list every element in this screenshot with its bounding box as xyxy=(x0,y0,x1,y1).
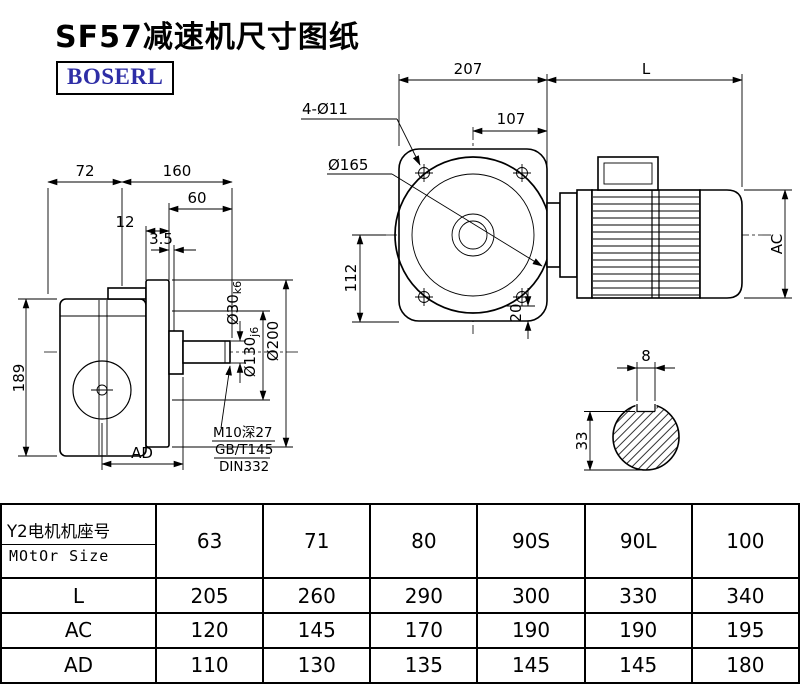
table-cell: 195 xyxy=(690,612,800,649)
housing-top-step xyxy=(107,287,147,300)
front-view xyxy=(384,127,772,334)
table-cell: 145 xyxy=(262,612,372,649)
dim-label-72: 72 xyxy=(75,162,94,180)
dim-label-189: 189 xyxy=(10,364,28,393)
page-title: SF57减速机尺寸图纸 xyxy=(55,20,360,55)
brand-logo-box: BOSERL xyxy=(56,61,175,95)
table-cell: 100 xyxy=(690,502,800,580)
dim-label-l: L xyxy=(642,60,651,78)
flange-square xyxy=(398,148,548,322)
motor-stator xyxy=(591,189,701,299)
table-cell: 205 xyxy=(154,577,265,614)
note-standard-din: DIN332 xyxy=(219,459,269,475)
dim-label-dia165: Ø165 xyxy=(328,156,368,174)
row-label: L xyxy=(0,577,157,614)
table-row: AD 110 130 135 145 145 180 xyxy=(0,646,800,684)
technical-drawing: 189 72 160 60 12 3.5 xyxy=(10,60,792,475)
note-standard-gb: GB/T145 xyxy=(215,442,273,458)
output-shaft xyxy=(182,340,231,364)
dim-label-20: 20 xyxy=(507,303,525,322)
dim-label-60: 60 xyxy=(187,189,206,207)
table-cell: 120 xyxy=(154,612,265,649)
terminal-box xyxy=(597,156,659,191)
table-cell: 330 xyxy=(583,577,693,614)
table-cell: 145 xyxy=(583,646,693,684)
table-cell: 190 xyxy=(583,612,693,649)
table-cell: 170 xyxy=(369,612,479,649)
table-cell: 340 xyxy=(690,577,800,614)
left-side-view xyxy=(44,279,298,457)
table-cell: 63 xyxy=(154,502,265,580)
fan-cowl xyxy=(699,189,743,299)
row-label: AC xyxy=(0,612,157,649)
table-cell: 80 xyxy=(369,502,479,580)
bolt-holes xyxy=(415,164,531,306)
table-cell: 260 xyxy=(262,577,372,614)
dim-label-112: 112 xyxy=(342,264,360,293)
table-cell: 135 xyxy=(369,646,479,684)
dim-label-107: 107 xyxy=(497,110,526,128)
gearbox-housing xyxy=(59,298,147,457)
table-header-en: MOtOr Size xyxy=(9,546,110,565)
output-flange-plate xyxy=(145,279,170,448)
table-cell: 190 xyxy=(476,612,586,649)
note-tapped-hole: M10深27 xyxy=(213,425,273,441)
table-row: AC 120 145 170 190 190 195 xyxy=(0,612,800,649)
table-header-label-cell: Y2电机机座号 MOtOr Size xyxy=(0,502,157,580)
dim-label-160: 160 xyxy=(163,162,192,180)
dim-label-33: 33 xyxy=(573,431,591,450)
dim-label-8: 8 xyxy=(641,347,651,365)
dim-label-ad: AD xyxy=(131,444,153,462)
table-header-row: Y2电机机座号 MOtOr Size 63 71 80 90S 90L 100 xyxy=(0,502,800,580)
table-cell: 145 xyxy=(476,646,586,684)
table-cell: 90L xyxy=(583,502,693,580)
front-view-dimensions: 207 L 4-Ø11 107 Ø165 112 20 xyxy=(301,60,792,339)
table-cell: 130 xyxy=(262,646,372,684)
table-cell: 300 xyxy=(476,577,586,614)
dimension-table: Y2电机机座号 MOtOr Size 63 71 80 90S 90L 100 … xyxy=(0,502,800,684)
table-cell: 180 xyxy=(690,646,800,684)
shaft-hub xyxy=(168,330,184,375)
table-row: L 205 260 290 300 330 340 xyxy=(0,577,800,614)
shaft-section-dimensions: 8 33 xyxy=(573,347,675,471)
dim-label-dia30k6: Ø30k6 xyxy=(224,281,244,325)
dim-label-dia200: Ø200 xyxy=(264,321,282,361)
table-cell: 110 xyxy=(154,646,265,684)
table-header-cn: Y2电机机座号 xyxy=(2,515,155,545)
brand-text: BOSERL xyxy=(67,64,164,89)
shaft-section-circle xyxy=(612,403,680,471)
dim-label-bolt-holes: 4-Ø11 xyxy=(302,100,348,118)
table-cell: 71 xyxy=(262,502,372,580)
dim-label-12: 12 xyxy=(115,213,134,231)
housing-boss-circle xyxy=(72,360,132,420)
row-label: AD xyxy=(0,646,157,684)
table-cell: 90S xyxy=(476,502,586,580)
motor-body xyxy=(546,156,743,299)
left-view-dimensions: 189 72 160 60 12 3.5 xyxy=(10,162,293,475)
dim-label-dia130j6: Ø130j6 xyxy=(241,327,261,378)
dim-label-3-5: 3.5 xyxy=(149,230,173,248)
dim-label-ac: AC xyxy=(768,234,786,254)
dim-label-207: 207 xyxy=(454,60,483,78)
shaft-section-view xyxy=(612,401,680,471)
table-cell: 290 xyxy=(369,577,479,614)
